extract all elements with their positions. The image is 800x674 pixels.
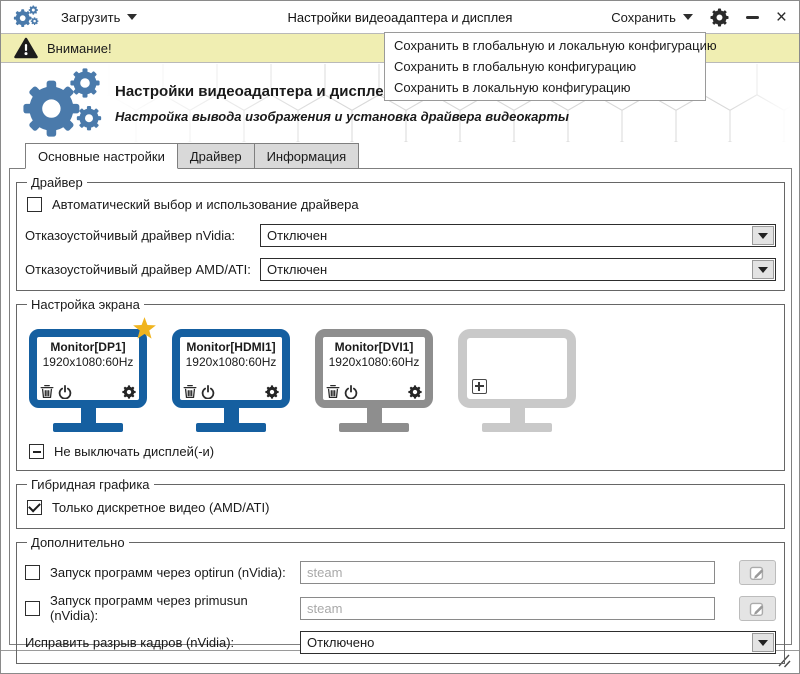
monitor-card-dvi1[interactable]: Monitor[DVI1] 1920x1080:60Hz bbox=[315, 329, 433, 432]
tearing-fix-value: Отключено bbox=[307, 635, 375, 650]
auto-driver-checkbox[interactable] bbox=[27, 197, 42, 212]
menu-item-save-global-local[interactable]: Сохранить в глобальную и локальную конфи… bbox=[394, 38, 717, 53]
discrete-only-label: Только дискретное видео (AMD/ATI) bbox=[52, 500, 270, 515]
tab-driver[interactable]: Драйвер bbox=[176, 143, 255, 169]
close-icon[interactable]: × bbox=[775, 6, 787, 28]
app-gears-icon bbox=[13, 5, 39, 27]
menu-item-save-local[interactable]: Сохранить в локальную конфигурацию bbox=[394, 80, 631, 95]
monitor-stand bbox=[223, 408, 239, 423]
load-button[interactable]: Загрузить bbox=[61, 9, 138, 25]
dropdown-arrow-icon[interactable] bbox=[752, 633, 774, 652]
hybrid-group: Гибридная графика Только дискретное виде… bbox=[16, 477, 785, 529]
delete-monitor-icon[interactable] bbox=[183, 384, 197, 399]
primusun-input[interactable] bbox=[300, 596, 715, 620]
monitor-screen: Monitor[DP1] 1920x1080:60Hz bbox=[29, 329, 147, 408]
toolbar: Загрузить Настройки видеоадаптера и дисп… bbox=[1, 1, 799, 33]
primusun-checkbox[interactable] bbox=[25, 600, 40, 616]
add-monitor-placeholder[interactable] bbox=[458, 329, 576, 432]
menu-item-save-global[interactable]: Сохранить в глобальную конфигурацию bbox=[394, 59, 637, 74]
monitor-settings-icon[interactable] bbox=[265, 384, 279, 399]
monitor-base bbox=[482, 423, 552, 432]
primary-monitor-star-icon bbox=[133, 317, 156, 339]
hybrid-group-legend: Гибридная графика bbox=[31, 477, 150, 492]
monitor-base bbox=[53, 423, 123, 432]
monitor-name: Monitor[DVI1] bbox=[334, 340, 414, 354]
monitor-stand bbox=[80, 408, 96, 423]
chevron-down-icon bbox=[682, 14, 693, 20]
nvidia-failsafe-select[interactable]: Отключен bbox=[260, 224, 776, 247]
screen-group-legend: Настройка экрана bbox=[31, 297, 140, 312]
optirun-edit-button[interactable] bbox=[739, 560, 776, 585]
auto-driver-label: Автоматический выбор и использование дра… bbox=[52, 197, 359, 212]
app-logo-gears-icon bbox=[23, 68, 102, 137]
driver-group: Драйвер Автоматический выбор и использов… bbox=[16, 175, 785, 291]
page-subtitle: Настройка вывода изображения и установка… bbox=[115, 109, 570, 124]
power-monitor-icon[interactable] bbox=[58, 384, 72, 399]
tearing-fix-select[interactable]: Отключено bbox=[300, 631, 776, 654]
keep-displays-on-label: Не выключать дисплей(-и) bbox=[54, 444, 215, 459]
monitor-settings-icon[interactable] bbox=[122, 384, 136, 399]
monitor-stand bbox=[509, 408, 525, 423]
keep-displays-on-checkbox[interactable] bbox=[29, 444, 44, 459]
tearing-fix-label: Исправить разрыв кадров (nVidia): bbox=[25, 635, 235, 650]
nvidia-failsafe-value: Отключен bbox=[267, 228, 328, 243]
delete-monitor-icon[interactable] bbox=[40, 384, 54, 399]
monitor-base bbox=[339, 423, 409, 432]
nvidia-failsafe-label: Отказоустойчивый драйвер nVidia: bbox=[25, 228, 235, 243]
load-button-label: Загрузить bbox=[61, 9, 121, 25]
page-title: Настройки видеоадаптера и дисплея bbox=[115, 83, 393, 100]
screen-group: Настройка экрана Monitor[DP1] 1920x1080:… bbox=[16, 297, 785, 471]
warning-triangle-icon bbox=[14, 37, 38, 59]
monitor-card-hdmi1[interactable]: Monitor[HDMI1] 1920x1080:60Hz bbox=[172, 329, 290, 432]
warning-text: Внимание! bbox=[47, 40, 112, 56]
edit-pencil-icon bbox=[749, 566, 764, 581]
save-button-label: Сохранить bbox=[611, 9, 676, 25]
monitor-screen: Monitor[HDMI1] 1920x1080:60Hz bbox=[172, 329, 290, 408]
monitor-list: Monitor[DP1] 1920x1080:60Hz Monitor[HDMI… bbox=[29, 317, 776, 432]
optirun-checkbox[interactable] bbox=[25, 565, 40, 580]
monitor-name: Monitor[HDMI1] bbox=[186, 340, 276, 354]
amd-failsafe-label: Отказоустойчивый драйвер AMD/ATI: bbox=[25, 262, 251, 277]
dropdown-arrow-icon[interactable] bbox=[752, 226, 774, 245]
monitor-screen bbox=[458, 329, 576, 408]
extra-group: Дополнительно Запуск программ через opti… bbox=[16, 535, 785, 664]
discrete-only-checkbox[interactable] bbox=[27, 500, 42, 515]
dropdown-arrow-icon[interactable] bbox=[752, 260, 774, 279]
edit-pencil-icon bbox=[749, 602, 764, 616]
monitor-base bbox=[196, 423, 266, 432]
save-dropdown-menu: Сохранить в глобальную и локальную конфи… bbox=[384, 32, 717, 101]
monitor-resolution: 1920x1080:60Hz bbox=[185, 355, 277, 369]
tab-information[interactable]: Информация bbox=[253, 143, 360, 169]
primusun-label: Запуск программ через primusun (nVidia): bbox=[50, 593, 248, 623]
amd-failsafe-value: Отключен bbox=[267, 262, 328, 277]
optirun-input[interactable] bbox=[300, 561, 715, 584]
monitor-resolution: 1920x1080:60Hz bbox=[42, 355, 134, 369]
extra-group-legend: Дополнительно bbox=[31, 535, 125, 550]
minimize-icon[interactable] bbox=[745, 15, 759, 19]
primusun-edit-button[interactable] bbox=[739, 595, 776, 621]
power-monitor-icon[interactable] bbox=[344, 384, 358, 399]
chevron-down-icon bbox=[127, 14, 138, 20]
tab-main-settings[interactable]: Основные настройки bbox=[25, 143, 178, 169]
delete-monitor-icon[interactable] bbox=[326, 384, 340, 399]
save-button[interactable]: Сохранить bbox=[611, 10, 693, 25]
optirun-label: Запуск программ через optirun (nVidia): bbox=[50, 565, 286, 580]
tab-bar: Основные настройки Драйвер Информация bbox=[25, 143, 360, 169]
monitor-settings-icon[interactable] bbox=[408, 384, 422, 399]
monitor-stand bbox=[366, 408, 382, 423]
add-monitor-icon[interactable] bbox=[472, 379, 487, 394]
power-monitor-icon[interactable] bbox=[201, 384, 215, 399]
monitor-resolution: 1920x1080:60Hz bbox=[328, 355, 420, 369]
amd-failsafe-select[interactable]: Отключен bbox=[260, 258, 776, 281]
tab-content-panel: Драйвер Автоматический выбор и использов… bbox=[9, 168, 792, 664]
driver-group-legend: Драйвер bbox=[31, 175, 83, 190]
monitor-card-dp1[interactable]: Monitor[DP1] 1920x1080:60Hz bbox=[29, 317, 156, 432]
monitor-name: Monitor[DP1] bbox=[50, 340, 126, 354]
monitor-screen: Monitor[DVI1] 1920x1080:60Hz bbox=[315, 329, 433, 408]
settings-gear-icon[interactable] bbox=[710, 7, 729, 27]
